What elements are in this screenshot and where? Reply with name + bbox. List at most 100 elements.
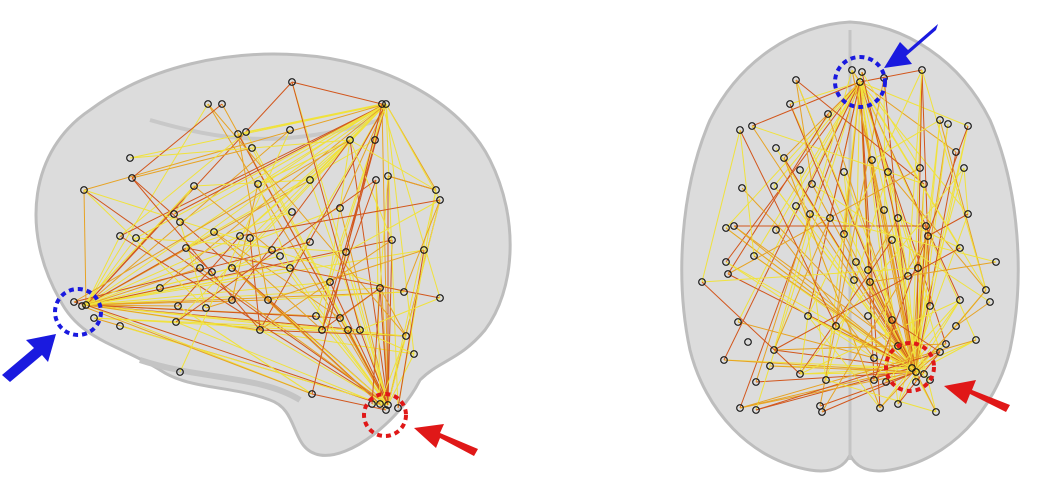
- brain-node: [916, 164, 924, 172]
- connection-edge: [859, 81, 987, 291]
- connection-edge: [869, 261, 997, 283]
- brain-node: [268, 246, 276, 254]
- connection-edge: [381, 103, 389, 406]
- connection-edge: [289, 267, 389, 406]
- brain-node: [174, 302, 182, 310]
- brain-node: [848, 66, 856, 74]
- connection-edge: [239, 199, 441, 237]
- connection-edge: [387, 353, 415, 406]
- brain-node: [236, 232, 244, 240]
- brain-node: [436, 294, 444, 302]
- connection-edge: [727, 167, 921, 275]
- connection-edge: [773, 69, 853, 351]
- connection-edge: [359, 329, 415, 355]
- connection-edge: [231, 139, 351, 301]
- connection-edge: [891, 319, 941, 353]
- connection-edge: [257, 103, 387, 185]
- connection-edge: [809, 213, 997, 263]
- connection-edge: [915, 69, 923, 373]
- brain-node: [840, 168, 848, 176]
- brain-node: [400, 288, 408, 296]
- connection-edge: [119, 131, 247, 237]
- connection-edge: [387, 175, 437, 191]
- brain-node: [912, 378, 920, 386]
- brain-node: [920, 180, 928, 188]
- brain-node: [730, 222, 738, 230]
- brain-node: [792, 76, 800, 84]
- connection-edge: [329, 281, 389, 406]
- connection-edge: [891, 239, 917, 373]
- connection-edge: [915, 305, 931, 373]
- brain-node: [920, 370, 928, 378]
- brain-node: [190, 182, 198, 190]
- brain-node: [750, 252, 758, 260]
- connection-edge: [789, 103, 845, 235]
- connection-edge: [851, 69, 961, 249]
- connection-edge: [751, 125, 925, 185]
- connection-edge: [83, 189, 207, 309]
- connection-edge: [775, 81, 861, 231]
- connection-edge: [349, 139, 393, 241]
- brain-node: [956, 296, 964, 304]
- connection-edge: [911, 69, 923, 369]
- connection-edge: [753, 255, 925, 375]
- connection-edge: [119, 103, 387, 237]
- connection-edge: [883, 77, 887, 383]
- connection-edge: [291, 81, 361, 331]
- connection-edge: [915, 371, 937, 413]
- brain-node: [772, 144, 780, 152]
- connection-edge: [83, 189, 87, 306]
- connection-edge: [799, 299, 961, 375]
- connection-edge: [795, 79, 925, 185]
- brain-node: [952, 322, 960, 330]
- brain-node: [126, 154, 134, 162]
- brain-node: [884, 168, 892, 176]
- brain-node: [248, 144, 256, 152]
- brain-node: [116, 322, 124, 330]
- connection-edge: [257, 139, 351, 185]
- connection-edge: [885, 319, 893, 383]
- connection-edge: [85, 249, 425, 306]
- brain-node: [736, 404, 744, 412]
- connection-edge: [257, 183, 291, 269]
- red-arrow-icon: [944, 380, 1010, 412]
- connection-edge: [753, 81, 861, 257]
- brain-node: [770, 346, 778, 354]
- brain-node: [306, 238, 314, 246]
- connection-edge: [755, 213, 811, 383]
- connection-edge: [799, 167, 965, 375]
- brain-node: [394, 404, 402, 412]
- connection-edge: [185, 103, 387, 249]
- connection-edge: [921, 69, 931, 307]
- connection-edge: [93, 317, 407, 337]
- connection-edge: [339, 103, 387, 209]
- connection-edge: [963, 167, 969, 215]
- brain-node: [128, 174, 136, 182]
- connection-edge: [897, 217, 909, 277]
- connection-edge: [897, 351, 941, 405]
- brain-node: [894, 400, 902, 408]
- brain-node: [234, 130, 242, 138]
- connection-edge: [819, 371, 917, 407]
- brain-node: [738, 184, 746, 192]
- connection-edge: [267, 299, 389, 406]
- connection-edge: [727, 113, 829, 275]
- brain-node: [382, 406, 390, 414]
- connection-edge: [83, 189, 389, 406]
- connection-edge: [177, 305, 313, 395]
- connection-edge: [179, 129, 291, 373]
- connection-edge: [897, 167, 965, 405]
- connection-edge: [725, 261, 875, 359]
- connection-edge: [907, 275, 917, 373]
- brain-node: [80, 186, 88, 194]
- connection-edge: [185, 247, 213, 273]
- connection-edge: [879, 325, 957, 409]
- brain-node: [388, 236, 396, 244]
- connection-edge: [911, 339, 977, 369]
- connection-edge: [379, 287, 407, 337]
- sagittal-brain-view: [2, 52, 512, 457]
- brain-node: [904, 272, 912, 280]
- connection-edge: [129, 139, 351, 159]
- brain-node: [182, 244, 190, 252]
- connection-edge: [85, 281, 331, 306]
